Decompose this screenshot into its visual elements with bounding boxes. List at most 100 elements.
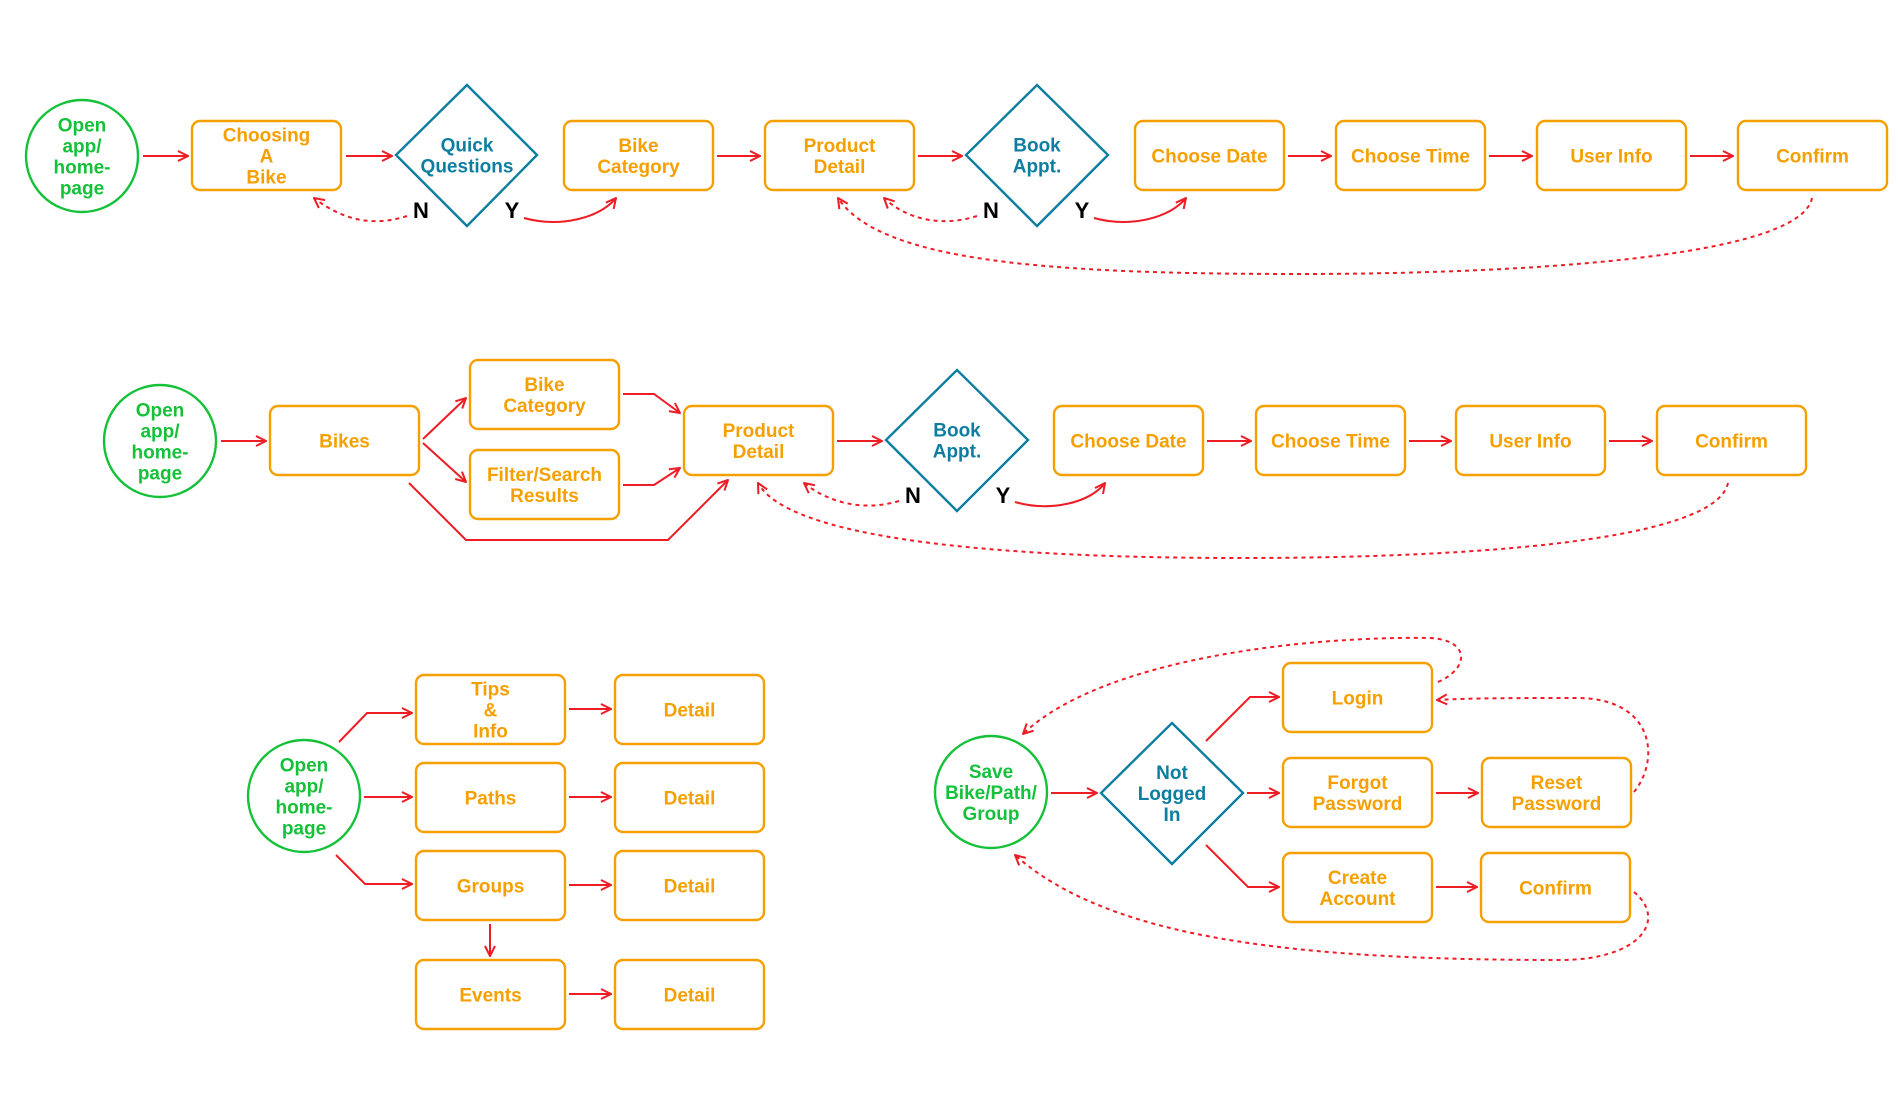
flow4-login-back-dashed	[1023, 636, 1463, 734]
flow1-book-no-dashed	[884, 198, 978, 223]
flow3-tips-detail-text: Detail	[664, 701, 716, 722]
flow4-confirm-text: Confirm	[1519, 879, 1592, 900]
flow2-user-info-text: User Info	[1489, 432, 1571, 453]
flow2-book-no-dashed	[804, 483, 900, 507]
flow1-choose-time-text: Choose Time	[1351, 147, 1470, 168]
flow1-book-yes-label: Y	[1075, 198, 1090, 223]
flow1-confirm-text: Confirm	[1776, 147, 1849, 168]
flow2-choose-time-box: Choose Time	[1254, 404, 1407, 477]
flow1-confirm-box: Confirm	[1736, 119, 1889, 192]
flow2-book-yes-label: Y	[996, 483, 1011, 508]
flow2-book-no-label: N	[905, 483, 921, 508]
flow3-events-detail-box: Detail	[613, 958, 766, 1031]
flow3-paths-text: Paths	[465, 789, 517, 810]
flow1-choose-time-box: Choose Time	[1334, 119, 1487, 192]
flow1-choose-date-text: Choose Date	[1151, 147, 1267, 168]
flow3-groups-box: Groups	[414, 849, 567, 922]
flow2-choose-date-box: Choose Date	[1052, 404, 1205, 477]
flow2-book-yes-arrow	[1014, 483, 1105, 508]
flow3-tips-info-box: Tips&Info	[414, 673, 567, 746]
flow1-book-yes-arrow	[1093, 198, 1186, 223]
flow3-arrow-start-groups	[335, 854, 412, 884]
flow2-confirm-back-dashed	[758, 483, 1729, 560]
flow2-bikes-box: Bikes	[268, 404, 421, 477]
flow2-user-info-box: User Info	[1454, 404, 1607, 477]
flow3-groups-detail-box: Detail	[613, 849, 766, 922]
flow2-choose-date-text: Choose Date	[1070, 432, 1186, 453]
flow1-confirm-back-dashed	[838, 198, 1813, 276]
flow1-book-no-label: N	[983, 198, 999, 223]
flow4-arrow-decision-login	[1205, 697, 1279, 742]
flow1-user-info-text: User Info	[1570, 147, 1652, 168]
flow2-arrow-bikes-category	[422, 398, 466, 440]
flow1-quick-yes-label: Y	[505, 198, 520, 223]
flow2-confirm-box: Confirm	[1655, 404, 1808, 477]
flow3-arrow-start-tips	[338, 713, 412, 743]
flow3-groups-text: Groups	[457, 877, 525, 898]
flow1-user-info-box: User Info	[1535, 119, 1688, 192]
flow1-choose-date-box: Choose Date	[1133, 119, 1286, 192]
flow2-confirm-text: Confirm	[1695, 432, 1768, 453]
flow3-paths-detail-box: Detail	[613, 761, 766, 834]
flow2-arrow-bikes-filter	[422, 442, 466, 482]
flow2-arrow-category-product	[623, 393, 680, 413]
flow4-reset-back-dashed	[1437, 698, 1650, 793]
flow3-paths-detail-text: Detail	[664, 789, 716, 810]
flow4-login-text: Login	[1332, 689, 1384, 710]
flow3-events-box: Events	[414, 958, 567, 1031]
flow3-tips-detail-box: Detail	[613, 673, 766, 746]
flow3-events-text: Events	[459, 986, 521, 1007]
flow3-events-detail-text: Detail	[664, 986, 716, 1007]
flow2-arrow-filter-product	[623, 468, 680, 486]
flow3-paths-box: Paths	[414, 761, 567, 834]
flow1-quick-no-dashed	[314, 198, 408, 223]
flow3-tips-info-text: Tips&Info	[471, 680, 510, 743]
flow1-quick-yes-arrow	[523, 198, 616, 223]
flow4-confirm-box: Confirm	[1479, 851, 1632, 924]
flow4-arrow-decision-create	[1205, 844, 1279, 887]
flow3-groups-detail-text: Detail	[664, 877, 716, 898]
flow4-login-box: Login	[1281, 661, 1434, 734]
flow2-bikes-text: Bikes	[319, 432, 370, 453]
flow2-choose-time-text: Choose Time	[1271, 432, 1390, 453]
